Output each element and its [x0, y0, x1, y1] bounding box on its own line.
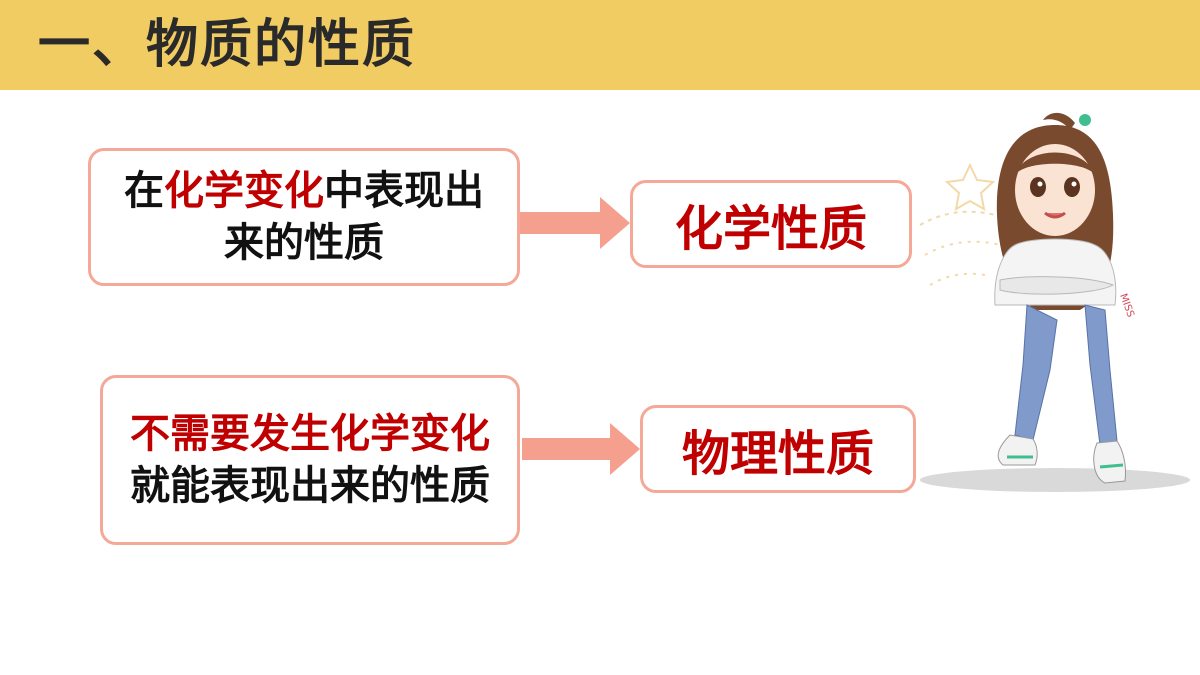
- chemical-definition-box: 在化学变化中表现出来的性质: [88, 148, 520, 286]
- physical-property-box: 物理性质: [640, 405, 916, 493]
- cartoon-girl-illustration: MISS: [919, 112, 1190, 492]
- definition-highlight: 不需要发生化学变化: [130, 411, 490, 457]
- definition-suffix: 就能表现出来的性质: [130, 463, 490, 509]
- header-bar: 一、物质的性质: [0, 0, 1200, 90]
- definition-suffix: 中表现出来的性质: [224, 168, 484, 266]
- page-title: 一、物质的性质: [38, 15, 417, 75]
- definition-highlight: 化学变化: [164, 168, 324, 214]
- physical-definition-text: 不需要发生化学变化就能表现出来的性质: [119, 408, 501, 512]
- chemical-property-box: 化学性质: [630, 180, 912, 268]
- definition-prefix: 在: [124, 168, 164, 214]
- physical-definition-box: 不需要发生化学变化就能表现出来的性质: [100, 375, 520, 545]
- svg-text:MISS: MISS: [1117, 292, 1136, 319]
- right-arrow-icon: [520, 197, 630, 249]
- chemical-property-label: 化学性质: [674, 201, 867, 257]
- chemical-definition-text: 在化学变化中表现出来的性质: [111, 165, 497, 269]
- physical-property-label: 物理性质: [681, 426, 874, 482]
- right-arrow-icon: [522, 423, 640, 475]
